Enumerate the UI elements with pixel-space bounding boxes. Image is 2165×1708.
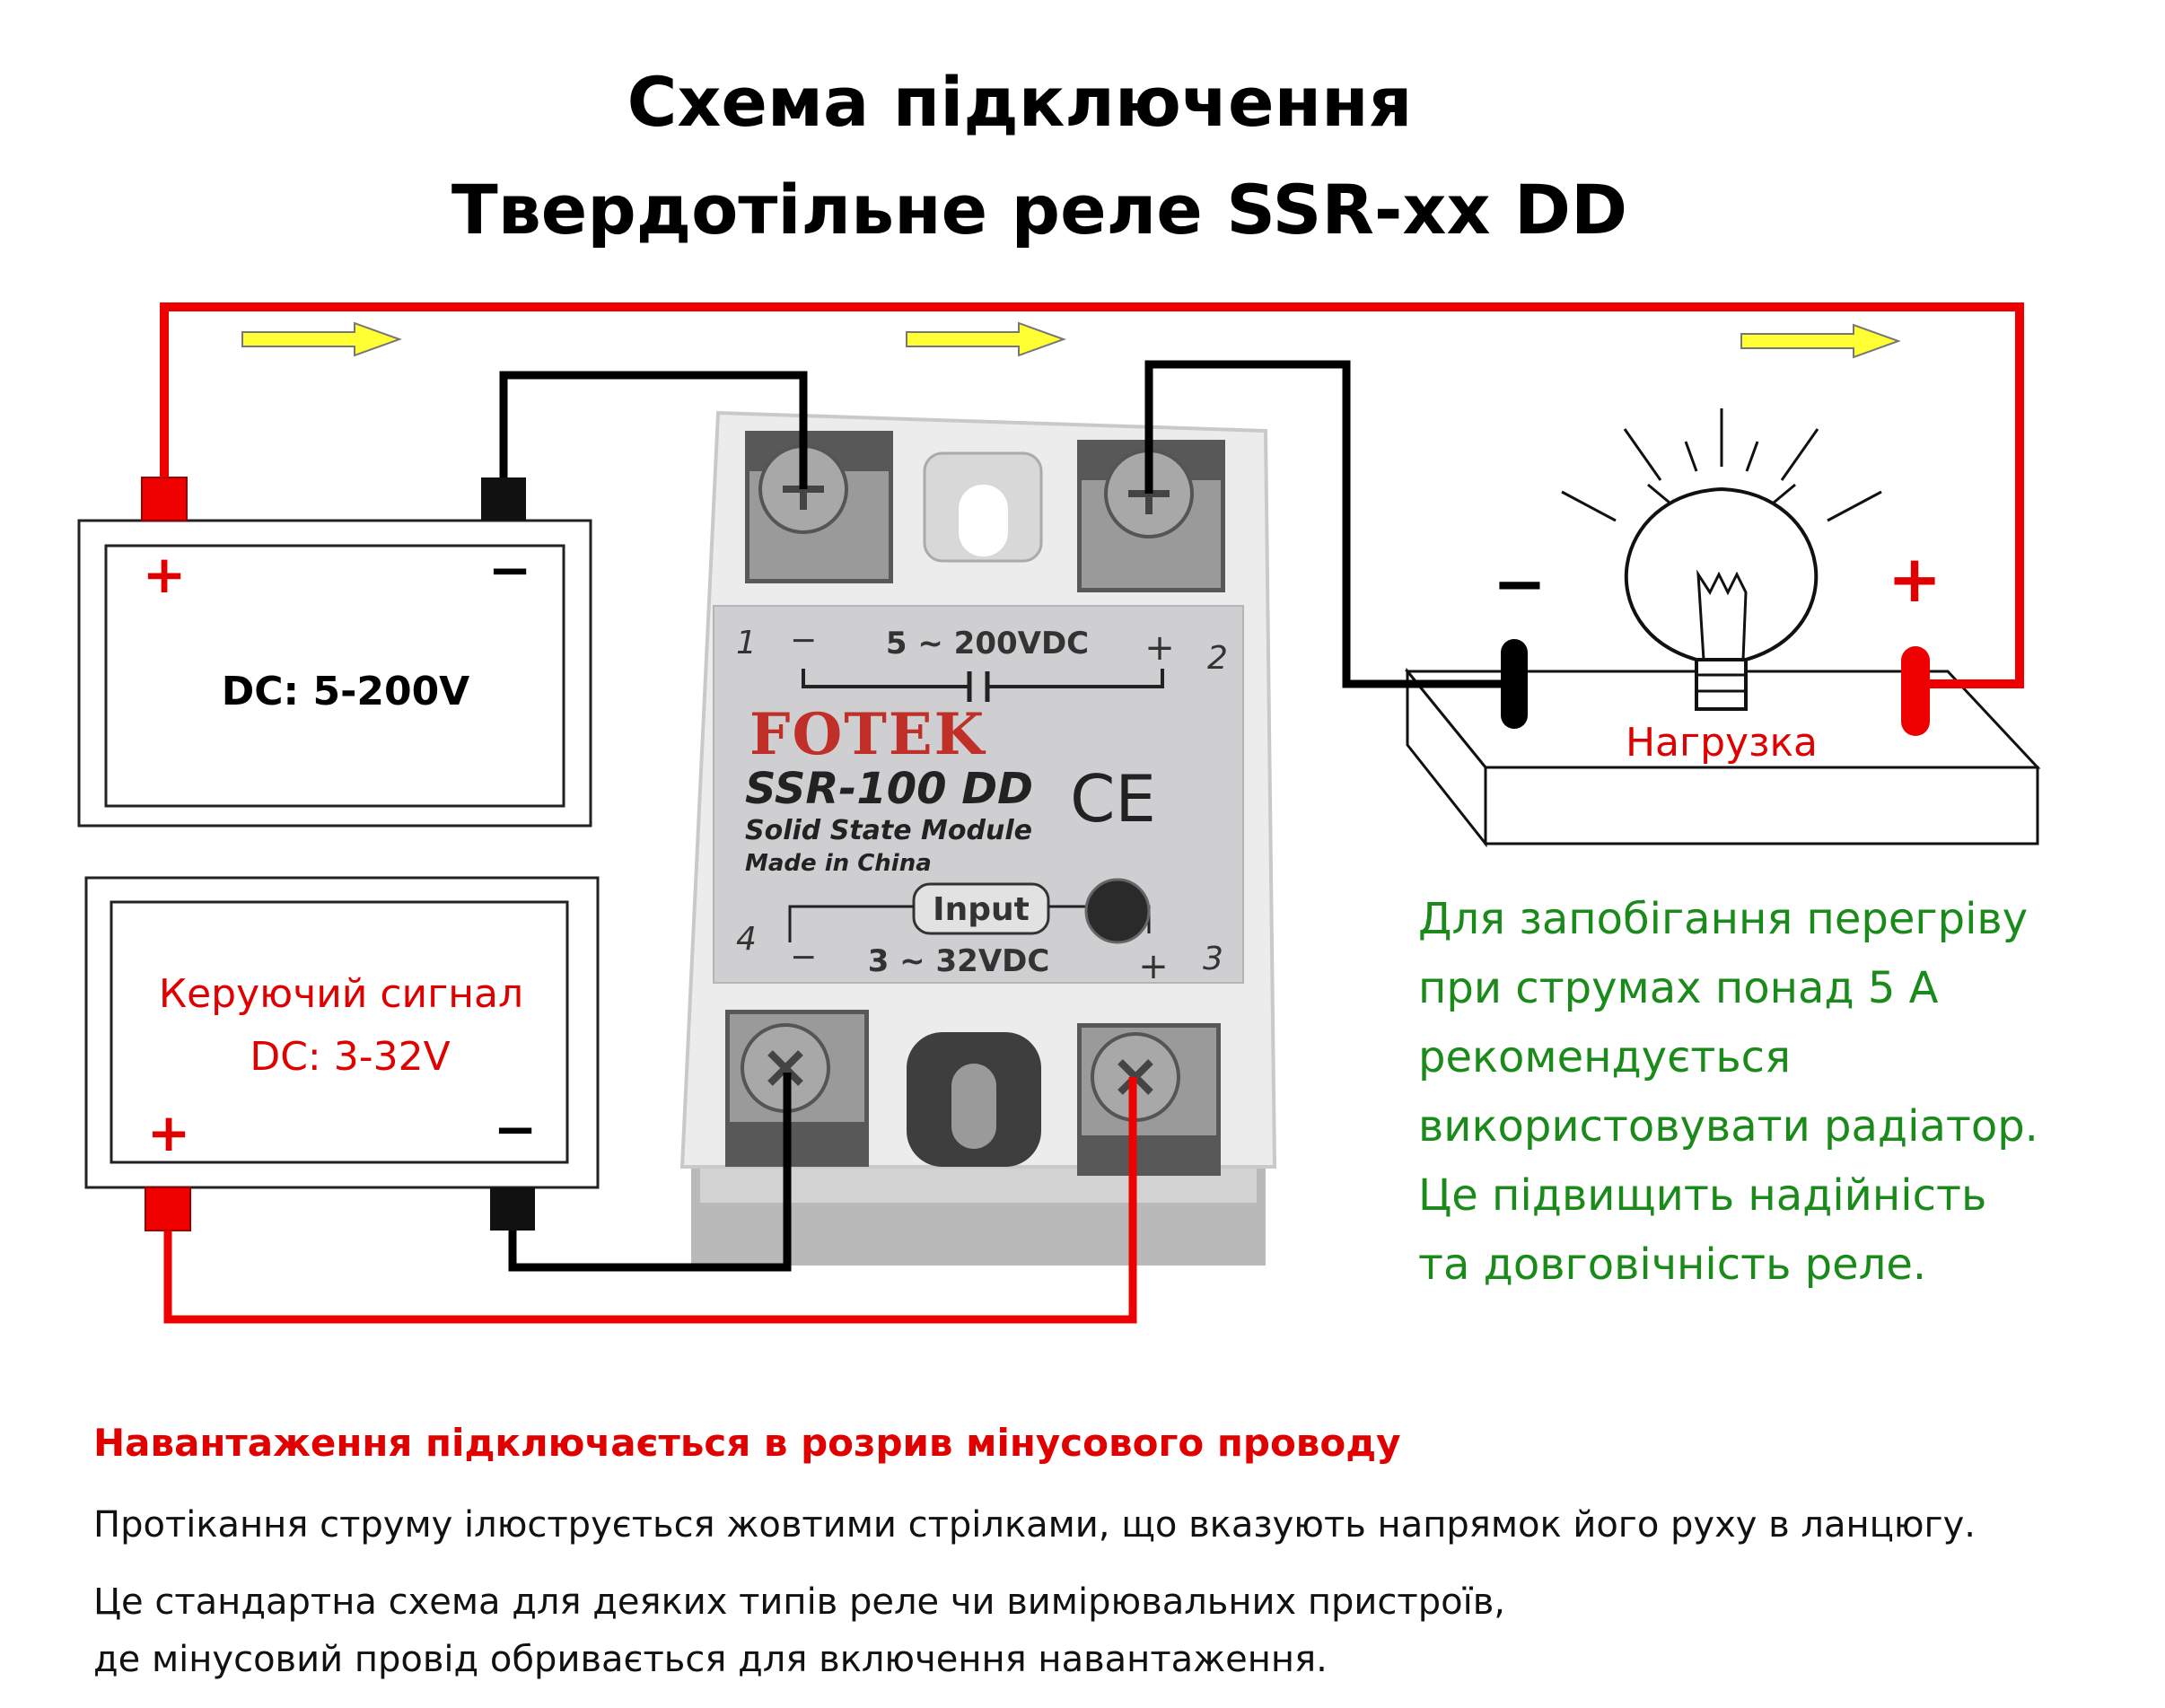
terminal-1-sign: − [790,622,817,659]
heatsink-note: Для запобігання перегріву при струмах по… [1418,894,2038,1290]
load-plus-terminal [1901,646,1930,736]
title-line-1: Схема підключення [627,62,1413,142]
current-arrow-icon [1740,323,1901,359]
terminal-4-number: 4 [736,921,757,958]
control-plus-sign: + [147,1102,191,1163]
power-source-box: + − DC: 5-200V [77,519,592,828]
control-minus-terminal [490,1187,535,1231]
load-label: Нагрузка [1626,720,1818,766]
power-minus-terminal [481,477,526,521]
control-source-box: Керуючий сигнал DC: 3-32V + − [84,876,600,1189]
load-minus-sign: − [1493,546,1547,621]
terminal-3-sign: + [1138,946,1169,987]
input-range: 3 ~ 32VDC [868,943,1050,979]
load-base-front [1484,766,2039,845]
terminal-2-number: 2 [1207,640,1228,677]
relay-brand: FOTEK [749,701,986,768]
note-line: використовувати радіатор. [1418,1101,2038,1152]
control-plus-terminal [145,1187,191,1231]
wire-control-negative-to-t4 [508,1073,792,1272]
footer-line-1: Протікання струму ілюструється жовтими с… [93,1504,1976,1546]
wire-t2-to-load-negative [1144,360,1513,688]
load-minus-terminal [1501,639,1528,729]
terminal-1-number: 1 [736,625,757,661]
note-line: та довговічність реле. [1418,1239,1926,1290]
note-line: при струмах понад 5 А [1418,963,1939,1013]
input-label: Input [933,891,1030,928]
ce-mark: CE [1070,761,1156,836]
footer-line-3: де мінусовий провід обривається для вклю… [93,1639,1328,1680]
load-plus-sign: + [1888,541,1941,617]
load-assembly: Нагрузка − + [1404,408,2041,848]
control-voltage-label: DC: 3-32V [250,1034,450,1080]
relay-subtitle: Solid State Module [745,815,1032,846]
control-signal-label: Керуючий сигнал [159,971,523,1017]
title-line-2: Твердотільне реле SSR-xx DD [451,170,1627,250]
input-led-icon [1084,878,1151,944]
output-range: 5 ~ 200VDC [886,626,1089,661]
control-minus-sign: − [494,1099,538,1160]
relay-made-in: Made in China [745,850,932,877]
note-line: Це підвищить надійність [1418,1170,1986,1221]
power-plus-sign: + [143,544,187,605]
power-plus-terminal [141,477,188,521]
note-line: рекомендується [1418,1032,1791,1082]
power-minus-sign: − [488,539,532,600]
light-bulb-icon [1561,408,1882,711]
note-line: Для запобігання перегріву [1418,894,2028,944]
relay-terminal-4 [725,1010,869,1167]
ssr-relay-module: 1 − 5 ~ 200VDC + 2 FOTEK SSR-100 DD Soli… [679,410,1277,1266]
terminal-4-sign: − [790,939,817,976]
current-arrow-icon [906,321,1066,357]
wire-control-positive-to-t3 [163,1077,1137,1324]
terminal-3-number: 3 [1203,941,1223,977]
wire-power-positive [160,302,2024,688]
relay-terminal-3 [1077,1023,1221,1176]
wire-power-negative-to-t1 [499,371,808,489]
terminal-2-sign: + [1144,627,1175,669]
relay-terminal-1 [745,431,893,583]
current-arrow-icon [241,321,402,357]
relay-model: SSR-100 DD [745,764,1033,814]
footer-line-2: Це стандартна схема для деяких типів рел… [93,1581,1505,1623]
footer-highlight: Навантаження підключається в розрив міну… [93,1421,1401,1465]
power-voltage-label: DC: 5-200V [222,669,470,714]
